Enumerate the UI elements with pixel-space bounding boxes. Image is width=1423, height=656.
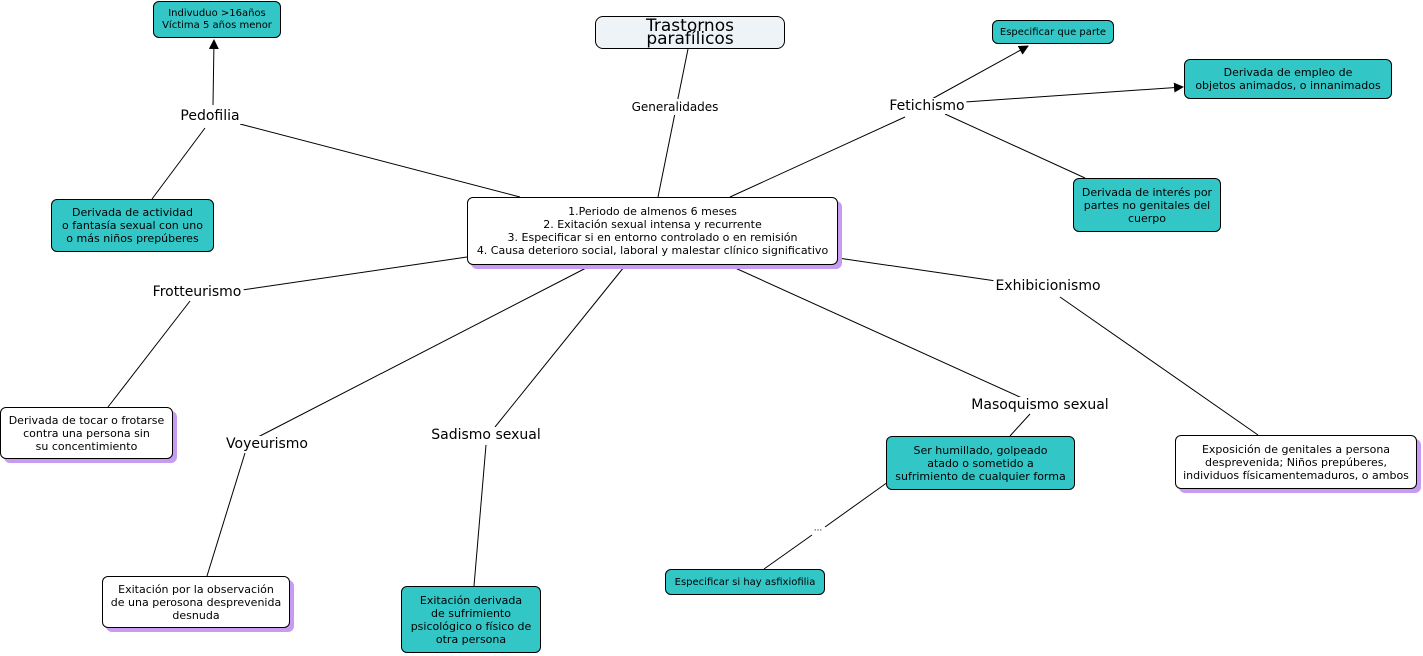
edge-fetichismo-objetos bbox=[964, 82, 1184, 103]
pedofilia-label: Pedofilia bbox=[178, 108, 242, 124]
edge-fetichismo-partes bbox=[944, 113, 1086, 179]
edge-center-sadismo bbox=[494, 266, 625, 428]
criteria-node[interactable]: 1.Periodo de almenos 6 meses 2. Exitació… bbox=[467, 197, 838, 265]
edge-center-exhibicionismo bbox=[837, 257, 997, 282]
fetichismo-partes-text: Derivada de interés por partes no genita… bbox=[1081, 185, 1213, 225]
edge-masoquismo-desc bbox=[1009, 413, 1031, 437]
sadismo-label: Sadismo sexual bbox=[429, 427, 543, 443]
asfixiofilia-text: Especificar si hay asfixiofilia bbox=[674, 576, 816, 588]
pedofilia-age-node[interactable]: Indivuduo >16años Víctima 5 años menor bbox=[153, 1, 281, 38]
edge-frotteurismo-desc bbox=[107, 300, 191, 408]
title-node[interactable]: Trastornos parafílicos bbox=[595, 16, 785, 49]
edge-center-fetichismo bbox=[729, 116, 906, 198]
generalidades-label: Generalidades bbox=[629, 99, 721, 115]
edge-center-pedofilia bbox=[239, 123, 521, 198]
exhibicionismo-label: Exhibicionismo bbox=[993, 278, 1103, 294]
edge-center-masoquismo bbox=[732, 266, 1023, 399]
edge-title-center bbox=[657, 48, 689, 198]
fetichismo-objetos-text: Derivada de empleo de objetos animados, … bbox=[1195, 66, 1381, 92]
edge-fetichismo-especificar bbox=[929, 45, 1029, 101]
masoquismo-label: Masoquismo sexual bbox=[969, 397, 1111, 413]
edge-pedofilia-desc bbox=[151, 127, 206, 200]
edge-voyeurismo-desc bbox=[206, 452, 246, 577]
fetichismo-label: Fetichismo bbox=[887, 98, 967, 114]
voyeurismo-desc-node[interactable]: Exitación por la observación de una pero… bbox=[102, 576, 290, 628]
fetichismo-especificar-node[interactable]: Especificar que parte bbox=[992, 20, 1114, 44]
masoquismo-link-label: ... bbox=[811, 523, 825, 534]
edge-center-frotteurismo bbox=[241, 256, 468, 291]
asfixiofilia-node[interactable]: Especificar si hay asfixiofilia bbox=[665, 569, 825, 595]
fetichismo-especificar-text: Especificar que parte bbox=[999, 26, 1107, 38]
frotteurismo-label: Frotteurismo bbox=[150, 284, 244, 300]
edge-link-asfixiofilia bbox=[763, 534, 813, 570]
title-text: Trastornos parafílicos bbox=[646, 15, 734, 49]
edge-sadismo-desc bbox=[473, 444, 487, 587]
criteria-text: 1.Periodo de almenos 6 meses 2. Exitació… bbox=[476, 205, 829, 257]
fetichismo-partes-node[interactable]: Derivada de interés por partes no genita… bbox=[1073, 178, 1221, 232]
voyeurismo-desc-text: Exitación por la observación de una pero… bbox=[110, 582, 282, 622]
fetichismo-objetos-node[interactable]: Derivada de empleo de objetos animados, … bbox=[1184, 59, 1392, 99]
edge-pedofilia-age bbox=[208, 39, 219, 106]
edge-exhibicionismo-desc bbox=[1059, 296, 1259, 436]
masoquismo-desc-text: Ser humillado, golpeado atado o sometido… bbox=[895, 443, 1066, 483]
edge-center-voyeurismo bbox=[257, 266, 589, 438]
sadismo-desc-node[interactable]: Exitación derivada de sufrimiento psicol… bbox=[401, 586, 541, 653]
frotteurismo-desc-text: Derivada de tocar o frotarse contra una … bbox=[8, 413, 165, 453]
frotteurismo-desc-node[interactable]: Derivada de tocar o frotarse contra una … bbox=[0, 407, 173, 459]
exhibicionismo-desc-node[interactable]: Exposición de genitales a persona despre… bbox=[1175, 435, 1417, 489]
pedofilia-age-text: Indivuduo >16años Víctima 5 años menor bbox=[162, 7, 272, 31]
masoquismo-desc-node[interactable]: Ser humillado, golpeado atado o sometido… bbox=[886, 436, 1075, 490]
voyeurismo-label: Voyeurismo bbox=[224, 436, 310, 452]
pedofilia-desc-text: Derivada de actividad o fantasía sexual … bbox=[62, 206, 203, 245]
exhibicionismo-desc-text: Exposición de genitales a persona despre… bbox=[1183, 442, 1409, 482]
pedofilia-desc-node[interactable]: Derivada de actividad o fantasía sexual … bbox=[51, 199, 214, 252]
sadismo-desc-text: Exitación derivada de sufrimiento psicol… bbox=[410, 593, 532, 646]
